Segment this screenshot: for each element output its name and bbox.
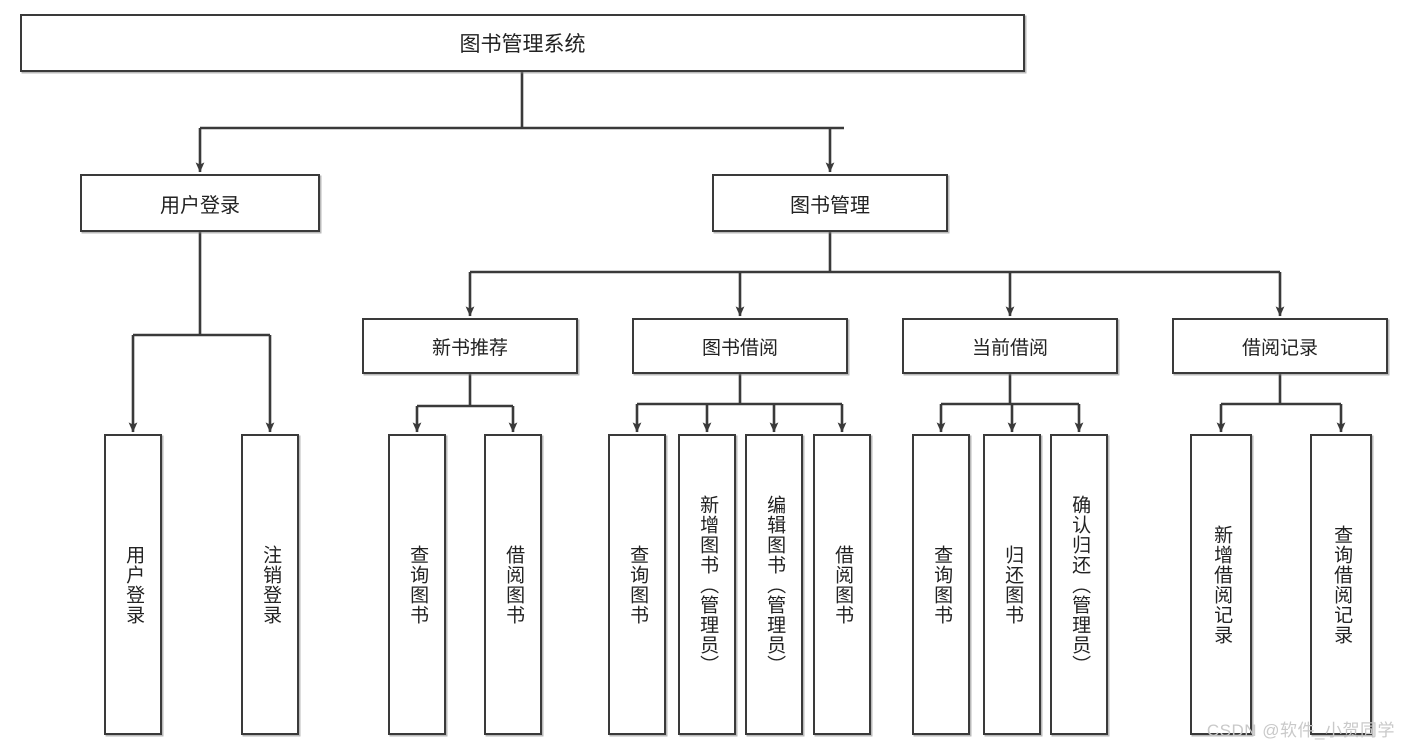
node-current-borrow-label: 当前借阅 [971,337,1048,359]
leaf-record-add-record-label: 新增借阅记录 [1211,524,1233,645]
node-book-borrow-label: 图书借阅 [701,337,778,359]
node-user-login[interactable]: 用户登录 [80,174,320,232]
leaf-borrow-add-book-admin-label: 新增图书（管理员） [697,494,719,675]
leaf-borrow-edit-book-admin-label: 编辑图书（管理员） [764,494,786,675]
leaf-user-login[interactable]: 用户登录 [104,434,162,735]
node-book-management[interactable]: 图书管理 [712,174,948,232]
leaf-current-query-book-label: 查询图书 [931,544,953,625]
leaf-newbook-borrow-book-label: 借阅图书 [503,544,525,625]
leaf-current-return-book[interactable]: 归还图书 [983,434,1041,735]
leaf-newbook-query-book[interactable]: 查询图书 [388,434,446,735]
node-book-borrow[interactable]: 图书借阅 [632,318,848,374]
leaf-user-logout[interactable]: 注销登录 [241,434,299,735]
leaf-user-logout-label: 注销登录 [260,544,282,625]
leaf-current-confirm-return-admin[interactable]: 确认归还（管理员） [1050,434,1108,735]
leaf-borrow-edit-book-admin[interactable]: 编辑图书（管理员） [745,434,803,735]
csdn-watermark: CSDN @软件_小贺同学 [1206,721,1395,740]
node-book-management-label: 图书管理 [790,194,870,217]
leaf-borrow-lend-book[interactable]: 借阅图书 [813,434,871,735]
leaf-borrow-query-book[interactable]: 查询图书 [608,434,666,735]
leaf-record-add-record[interactable]: 新增借阅记录 [1190,434,1252,735]
node-root[interactable]: 图书管理系统 [20,14,1025,72]
node-borrow-record-label: 借阅记录 [1241,337,1318,359]
node-user-login-label: 用户登录 [160,194,240,217]
leaf-record-query-record-label: 查询借阅记录 [1331,524,1353,645]
leaf-newbook-borrow-book[interactable]: 借阅图书 [484,434,542,735]
leaf-current-confirm-return-admin-label: 确认归还（管理员） [1069,494,1091,675]
node-root-label: 图书管理系统 [459,33,586,56]
node-new-book-recommend-label: 新书推荐 [431,337,508,359]
leaf-newbook-query-book-label: 查询图书 [407,544,429,625]
node-new-book-recommend[interactable]: 新书推荐 [362,318,578,374]
node-current-borrow[interactable]: 当前借阅 [902,318,1118,374]
node-borrow-record[interactable]: 借阅记录 [1172,318,1388,374]
leaf-user-login-label: 用户登录 [123,544,145,625]
leaf-borrow-lend-book-label: 借阅图书 [832,544,854,625]
leaf-borrow-add-book-admin[interactable]: 新增图书（管理员） [678,434,736,735]
leaf-record-query-record[interactable]: 查询借阅记录 [1310,434,1372,735]
leaf-current-return-book-label: 归还图书 [1002,544,1024,625]
leaf-borrow-query-book-label: 查询图书 [627,544,649,625]
leaf-current-query-book[interactable]: 查询图书 [912,434,970,735]
